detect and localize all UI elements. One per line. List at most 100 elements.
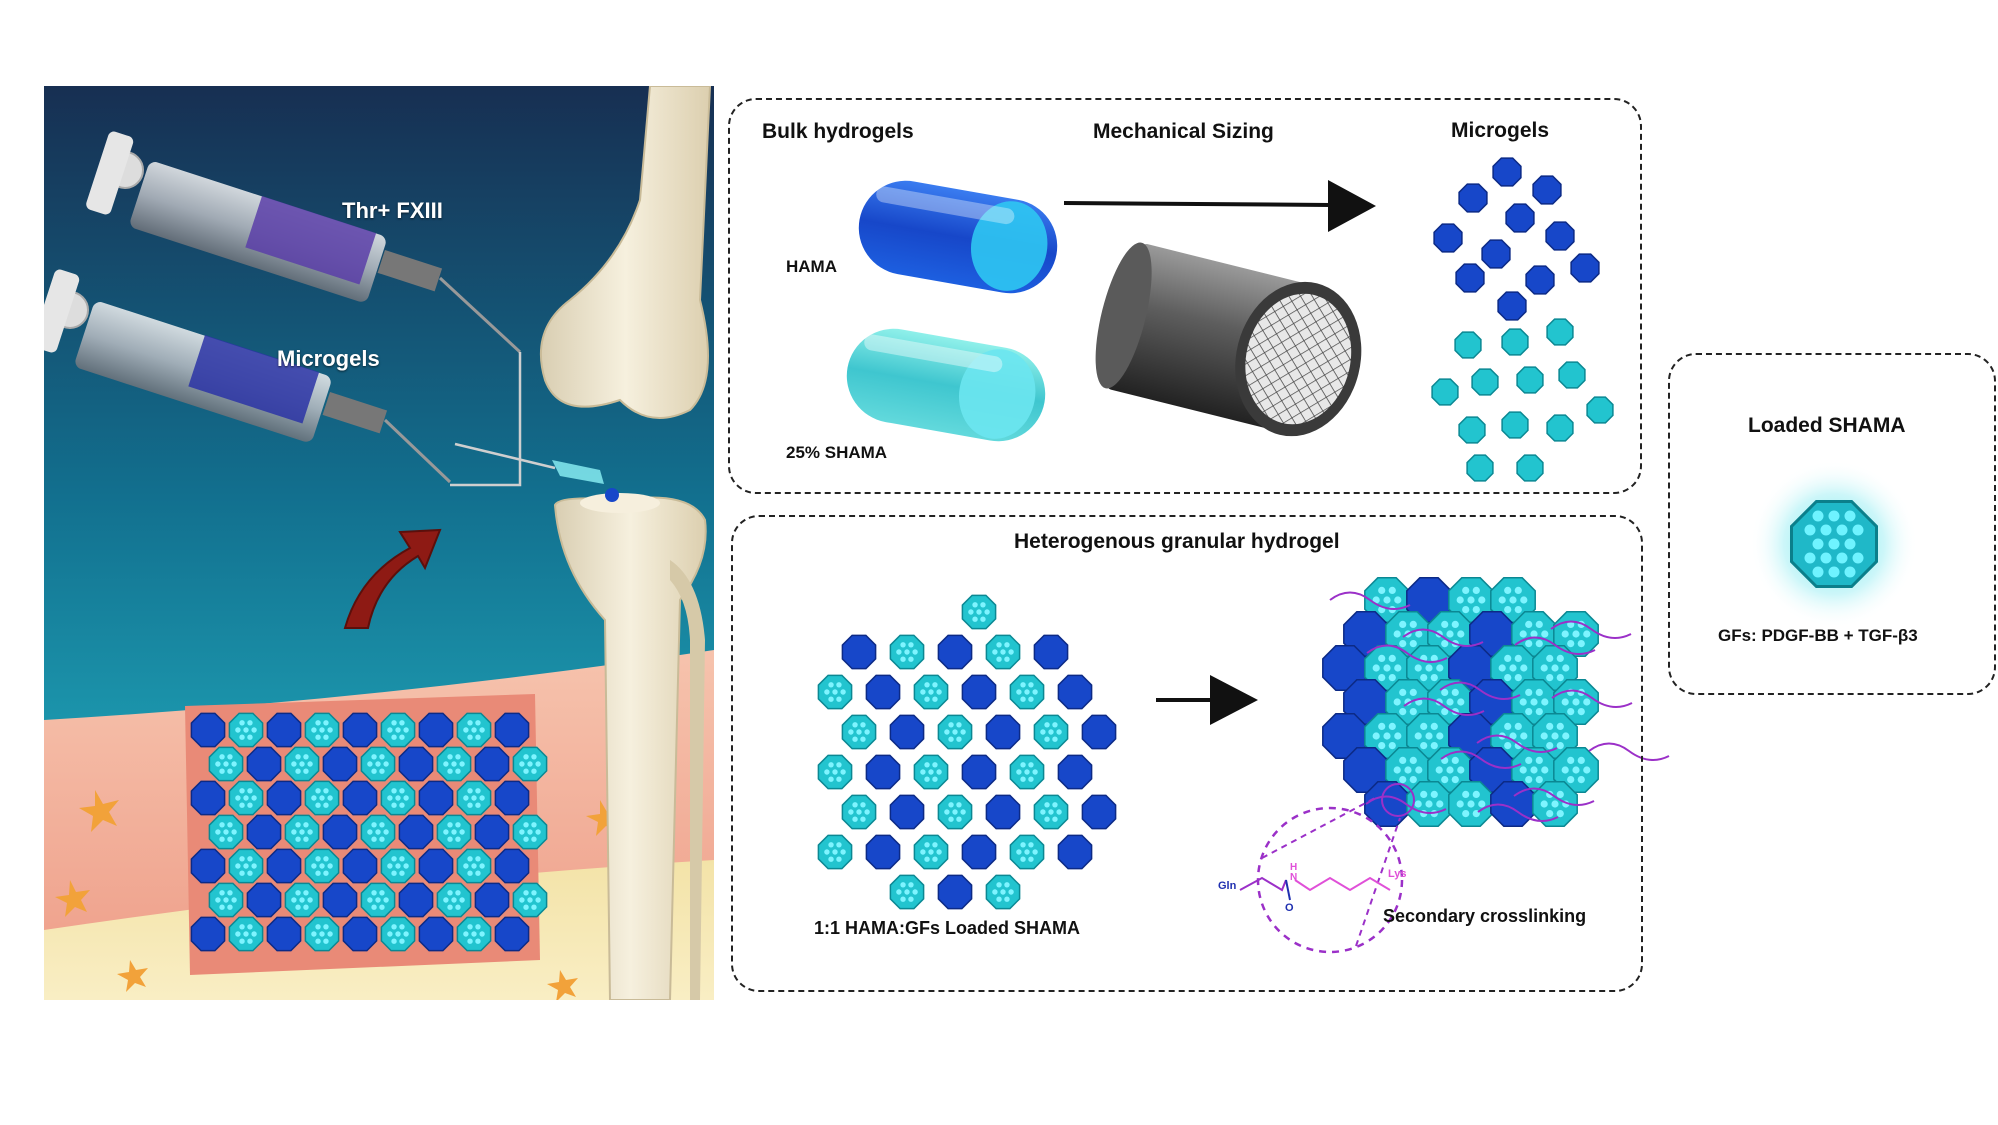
mixture-particle (985, 794, 1021, 830)
injection-illustration (44, 86, 714, 1000)
defect-particle (266, 780, 302, 816)
crosslink-strand (1551, 689, 1633, 708)
shama-microgel (1546, 318, 1574, 346)
defect-particle (190, 712, 226, 748)
defect-particle (190, 916, 226, 952)
shama-microgel (1454, 331, 1482, 359)
crosslink-strand (1366, 644, 1448, 663)
mixture-particle (1057, 674, 1093, 710)
defect-particle (494, 712, 530, 748)
mixture-label: 1:1 HAMA:GFs Loaded SHAMA (814, 918, 1081, 938)
shama-microgel (1546, 414, 1574, 442)
hama-label: HAMA (786, 257, 837, 276)
secondary-crosslinking-label: Secondary crosslinking (1383, 906, 1587, 926)
shama-microgel (1458, 416, 1486, 444)
shama-microgel (1431, 378, 1459, 406)
crosslink-strand (1440, 750, 1522, 769)
bulk-hydrogels-title: Bulk hydrogels (762, 120, 914, 143)
lys-label: Lys (1388, 868, 1407, 880)
shama-microgel (1471, 368, 1499, 396)
defect-particle (398, 882, 434, 918)
mechanical-sizing-title: Mechanical Sizing (1093, 120, 1274, 143)
loaded-shama-panel (1668, 353, 1996, 695)
mixture-particle (961, 674, 997, 710)
mixture-particle (1057, 754, 1093, 790)
hama-microgel (1433, 223, 1463, 253)
shama-microgel (1586, 396, 1614, 424)
mixture-particle (1081, 794, 1117, 830)
amide-o-label: O (1285, 902, 1294, 914)
defect-particle (474, 814, 510, 850)
mixture-particle (1081, 714, 1117, 750)
hama-microgel (1505, 203, 1535, 233)
shama-microgel (1466, 454, 1494, 482)
defect-granules (190, 712, 548, 952)
defect-particle (266, 916, 302, 952)
mixture-particle (865, 834, 901, 870)
hama-microgel (1492, 157, 1522, 187)
shama-label: 25% SHAMA (786, 443, 888, 462)
mixture-particle (1057, 834, 1093, 870)
defect-particle (342, 712, 378, 748)
defect-particle (342, 916, 378, 952)
defect-particle (474, 882, 510, 918)
mixture-particle (841, 634, 877, 670)
crosslink-strand (1476, 734, 1558, 753)
defect-particle (322, 882, 358, 918)
defect-particle (190, 780, 226, 816)
loaded-shama-particle (1750, 460, 1918, 628)
crosslink-strand (1402, 628, 1484, 647)
defect-particle (322, 746, 358, 782)
process-arrow-top (1063, 180, 1376, 232)
hama-microgel (1455, 263, 1485, 293)
defect-particle (342, 780, 378, 816)
defect-particle (418, 916, 454, 952)
defect-particle (418, 848, 454, 884)
gln-label: Gln (1218, 880, 1237, 892)
crosslinked-cluster (1322, 577, 1670, 827)
mixture-particle (961, 754, 997, 790)
crosslink-strand (1439, 681, 1521, 700)
hama-microgel (1545, 221, 1575, 251)
microgels-title: Microgels (1451, 119, 1550, 142)
defect-particle (266, 848, 302, 884)
syringe-top-label: Thr+ FXIII (342, 198, 443, 223)
gf-label: GFs: PDGF-BB + TGF-β3 (1718, 626, 1918, 645)
mixture-particle (937, 874, 973, 910)
defect-particle (418, 780, 454, 816)
insertion-arrow (343, 528, 442, 629)
hama-microgel (1525, 265, 1555, 295)
granular-hydrogel-panel (731, 515, 1643, 992)
syringe-bottom-label: Microgels (277, 346, 380, 371)
process-arrow-bottom (1156, 675, 1258, 725)
defect-particle (246, 746, 282, 782)
hama-microgel (1570, 253, 1600, 283)
mixture-particle (865, 754, 901, 790)
hama-microgel (1481, 239, 1511, 269)
crosslink-strand (1550, 620, 1632, 639)
crosslink-strand (1588, 742, 1670, 761)
shama-microgel (1501, 411, 1529, 439)
mixture-particle (1033, 634, 1069, 670)
mixture-particle (985, 714, 1021, 750)
bulk-to-microgel-panel (728, 98, 1642, 494)
crosslink-zoom (1239, 783, 1415, 954)
bone-illustration (539, 86, 712, 1000)
crosslink-strand (1514, 636, 1596, 655)
shama-microgel (1558, 361, 1586, 389)
defect-particle (494, 916, 530, 952)
shama-microgel (1501, 328, 1529, 356)
mixture-particle (937, 634, 973, 670)
defect-particle (246, 882, 282, 918)
granular-mixture-cluster (817, 594, 1117, 910)
defect-particle (190, 848, 226, 884)
defect-particle (474, 746, 510, 782)
shama-microgel (1516, 454, 1544, 482)
syringe-bottom (44, 269, 452, 484)
shama-microgel (1516, 366, 1544, 394)
crosslink-strand (1403, 697, 1485, 716)
loaded-shama-title: Loaded SHAMA (1748, 414, 1906, 437)
hama-microgel (1532, 175, 1562, 205)
mixture-particle (889, 714, 925, 750)
defect-particle (398, 746, 434, 782)
